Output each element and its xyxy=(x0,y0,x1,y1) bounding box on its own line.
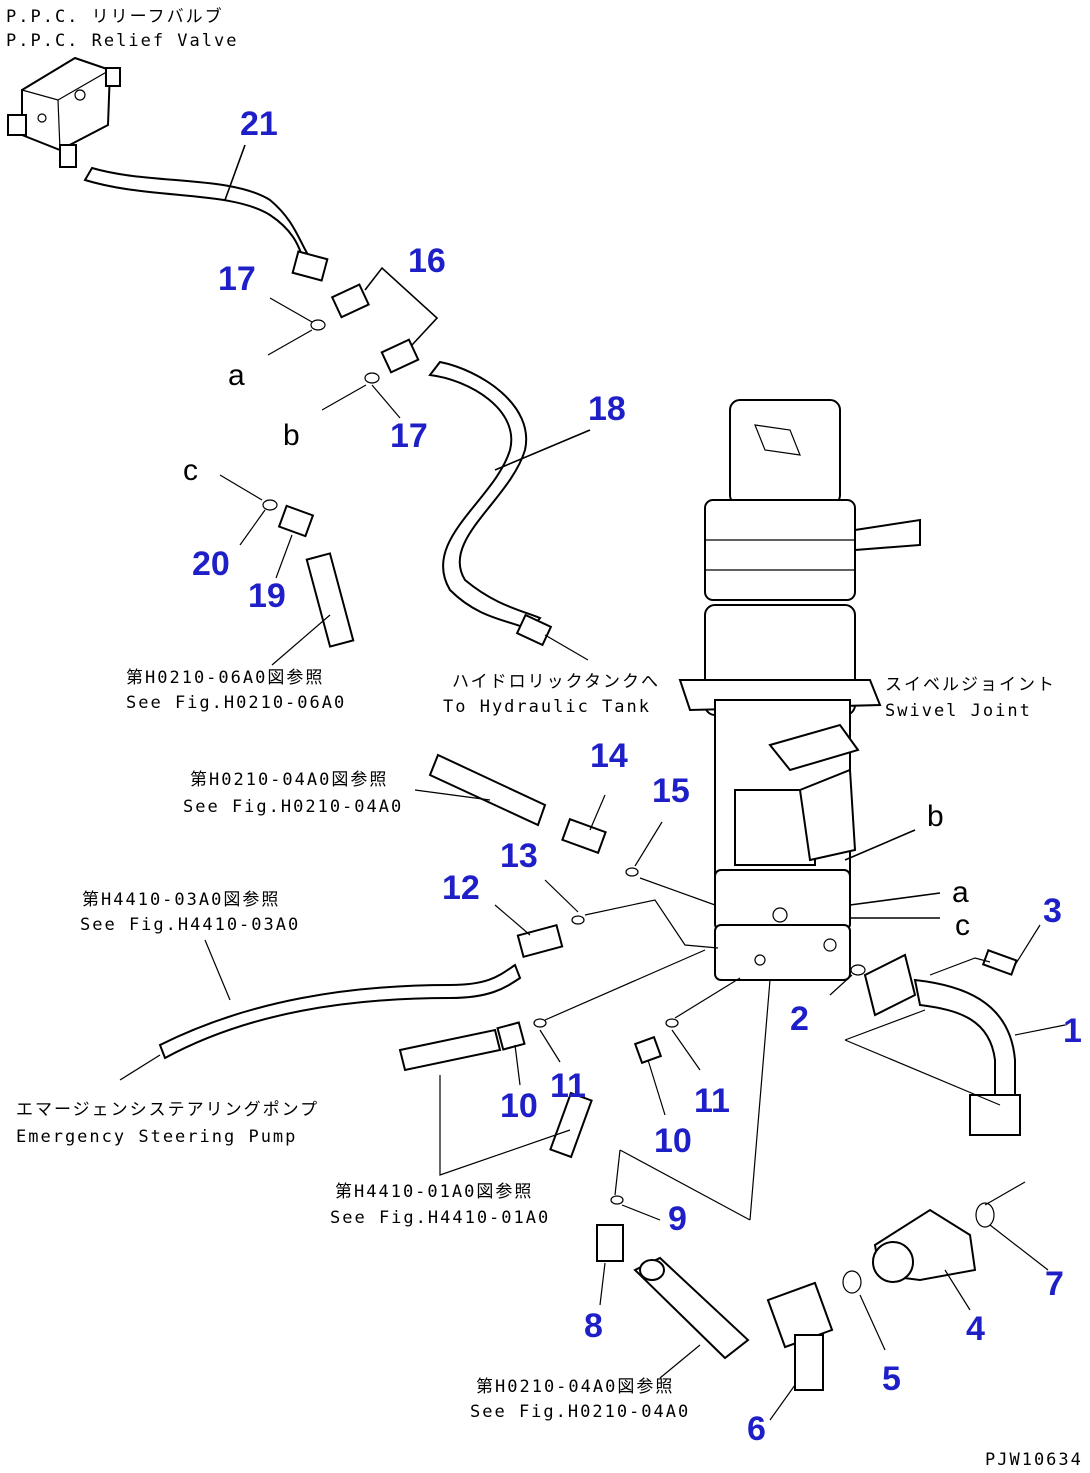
callout-19: 19 xyxy=(248,577,286,615)
note-see-h4410-01a0-jp: 第H4410-01A0図参照 xyxy=(335,1182,533,1202)
port-b-right: b xyxy=(927,800,944,833)
callout-9: 9 xyxy=(668,1200,687,1238)
callout-13: 13 xyxy=(500,837,538,875)
port-a-right: a xyxy=(952,876,969,909)
note-emergency-pump-jp: エマージェンシステアリングポンプ xyxy=(16,1100,319,1120)
note-see-h0210-04a0-jp: 第H0210-04A0図参照 xyxy=(190,770,388,790)
callout-2: 2 xyxy=(790,1000,809,1038)
callout-5: 5 xyxy=(882,1360,901,1398)
callout-20: 20 xyxy=(192,545,230,583)
note-relief-valve-jp: P.P.C. リリーフバルブ xyxy=(6,6,224,27)
callout-17-a: 17 xyxy=(218,260,256,298)
callout-16: 16 xyxy=(408,242,446,280)
note-see-h4410-03a0-jp: 第H4410-03A0図参照 xyxy=(82,890,280,910)
hose-21 xyxy=(83,144,329,282)
note-relief-valve-en: P.P.C. Relief Valve xyxy=(6,31,238,51)
note-see-h0210-04a0-b-en: See Fig.H0210-04A0 xyxy=(470,1402,690,1422)
callout-1: 1 xyxy=(1063,1012,1082,1050)
callout-7: 7 xyxy=(1045,1265,1064,1303)
callout-10-b: 10 xyxy=(654,1122,692,1160)
note-to-tank-en: To Hydraulic Tank xyxy=(443,697,651,717)
callout-18: 18 xyxy=(588,390,626,428)
callout-14: 14 xyxy=(590,737,628,775)
hose-18 xyxy=(428,360,591,661)
fittings-4-9 xyxy=(596,979,1049,1421)
callout-12: 12 xyxy=(442,869,480,907)
note-see-h4410-03a0-en: See Fig.H4410-03A0 xyxy=(80,915,300,935)
fittings-1-2-3 xyxy=(829,924,1066,1136)
part-callouts: 21 17 16 17 18 20 19 14 15 13 12 3 2 1 1… xyxy=(192,105,1082,1448)
note-see-h0210-06a0-jp: 第H0210-06A0図参照 xyxy=(126,668,324,688)
drawing-code: PJW10634 xyxy=(985,1450,1083,1470)
callout-4: 4 xyxy=(966,1310,985,1348)
callout-11-a: 11 xyxy=(550,1067,586,1105)
note-swivel-en: Swivel Joint xyxy=(885,701,1032,721)
callout-15: 15 xyxy=(652,772,690,810)
port-c-right: c xyxy=(955,909,970,942)
port-b-left: b xyxy=(283,419,300,452)
note-to-tank-jp: ハイドロリックタンクへ xyxy=(452,672,660,692)
note-see-h0210-04a0-b-jp: 第H0210-04A0図参照 xyxy=(476,1377,674,1397)
note-emergency-pump-en: Emergency Steering Pump xyxy=(16,1127,297,1147)
callout-11-b: 11 xyxy=(694,1082,730,1120)
ppc-relief-valve xyxy=(7,56,121,168)
callout-10-a: 10 xyxy=(500,1087,538,1125)
port-c-left: c xyxy=(183,454,198,487)
callout-17-b: 17 xyxy=(390,417,428,455)
note-see-h0210-04a0-en: See Fig.H0210-04A0 xyxy=(183,797,403,817)
reference-notes: P.P.C. リリーフバルブ P.P.C. Relief Valve 第H021… xyxy=(6,6,1083,1470)
note-see-h4410-01a0-en: See Fig.H4410-01A0 xyxy=(330,1208,550,1228)
callout-3: 3 xyxy=(1043,892,1062,930)
hose-12-13 xyxy=(119,879,719,1081)
note-swivel-jp: スイベルジョイント xyxy=(885,675,1056,695)
note-see-h0210-06a0-en: See Fig.H0210-06A0 xyxy=(126,693,346,713)
fittings-10-11 xyxy=(398,949,741,1176)
port-a-left: a xyxy=(228,359,245,392)
hose-14-15 xyxy=(414,753,716,906)
fittings-19-20 xyxy=(219,474,355,666)
fittings-16-17 xyxy=(267,266,439,419)
callout-8: 8 xyxy=(584,1307,603,1345)
swivel-joint xyxy=(678,399,941,981)
port-letters: a b c b a c xyxy=(183,359,970,942)
callout-6: 6 xyxy=(747,1410,766,1448)
callout-21: 21 xyxy=(240,105,278,143)
